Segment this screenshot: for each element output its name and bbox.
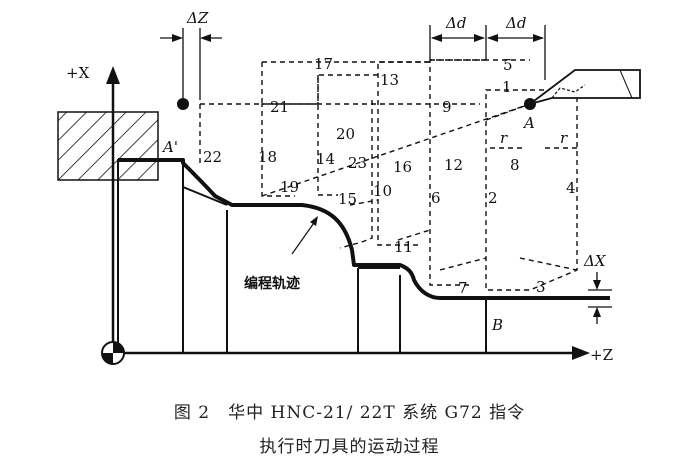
step-17: 17 [314, 55, 333, 73]
start-point-a-prime-dot [177, 98, 189, 110]
step-7: 7 [458, 279, 468, 297]
step-3: 3 [536, 278, 546, 296]
path-label-arrow [310, 216, 318, 226]
x-axis [106, 66, 120, 362]
chuck-hatch [57, 111, 159, 181]
delta-x-label: ΔX [583, 252, 607, 270]
cutting-tool [529, 69, 641, 105]
start-point-a-dot [524, 98, 536, 110]
origin-symbol [101, 341, 125, 365]
step-21: 21 [270, 98, 289, 116]
point-b-label: B [491, 316, 503, 334]
z-axis-label: +Z [590, 346, 613, 364]
step-16: 16 [393, 158, 412, 176]
step-13: 13 [380, 71, 399, 89]
step-1: 1 [502, 78, 512, 96]
delta-d-label-1: Δd [445, 14, 466, 32]
step-19: 19 [280, 178, 299, 196]
step-12: 12 [444, 156, 463, 174]
step-10: 10 [373, 182, 392, 200]
step-4: 4 [566, 179, 576, 197]
step-18: 18 [258, 148, 277, 166]
step-15: 15 [338, 190, 357, 208]
step-9: 9 [442, 98, 452, 116]
g72-diagram: +X +Z A' A B ΔZ Δd Δd ΔX r r 编程轨迹 1 2 3 … [57, 9, 641, 365]
point-a-prime-label: A' [161, 138, 178, 156]
step-5: 5 [503, 56, 513, 74]
r-label-2: r [560, 129, 568, 147]
r-label-1: r [500, 129, 508, 147]
caption-line-1: 图 2 华中 HNC-21/ 22T 系统 G72 指令 [173, 403, 526, 423]
caption-line-2: 执行时刀具的运动过程 [259, 437, 440, 457]
step-14: 14 [316, 150, 335, 168]
programmed-path-label: 编程轨迹 [244, 275, 300, 292]
x-axis-label: +X [66, 64, 90, 82]
step-8: 8 [510, 156, 520, 174]
programmed-path [118, 158, 610, 300]
step-20: 20 [336, 125, 355, 143]
step-23: 23 [348, 154, 367, 172]
path-label-leader [291, 219, 317, 255]
delta-z-label: ΔZ [186, 9, 209, 27]
delta-d-label-2: Δd [505, 14, 526, 32]
step-11: 11 [394, 238, 413, 256]
z-axis [105, 346, 590, 360]
cut-paths [199, 59, 578, 291]
dimension-lines [160, 25, 612, 324]
step-2: 2 [488, 189, 498, 207]
step-22: 22 [203, 148, 222, 166]
point-a-label: A [522, 114, 535, 132]
step-6: 6 [431, 189, 441, 207]
